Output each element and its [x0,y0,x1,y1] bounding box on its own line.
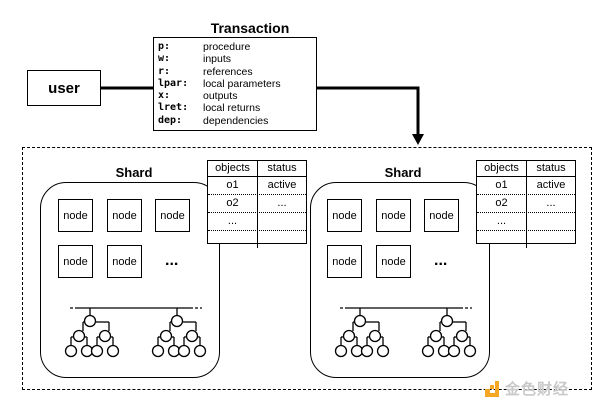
tree-leaf [64,344,78,358]
node-box: node [327,199,362,232]
header-status: status [267,162,297,174]
object-cell: ... [477,213,527,230]
tree-leaf [193,344,207,358]
transaction-title: Transaction [210,20,290,36]
user-box: user [27,70,101,106]
node-box: node [155,199,190,232]
node-box: node [376,245,411,278]
objects-table: objects status o1 active o2... ... [207,160,307,248]
transaction-field: w: inputs [158,53,316,65]
tree-leaf [177,344,191,358]
field-key: dep: [158,114,183,126]
table-row: o1 active [208,177,306,195]
status-cell: active [267,179,297,191]
object-cell: ... [208,213,258,230]
field-key: x: [158,90,171,102]
status-cell: ... [546,197,556,209]
transaction-field: lret: local returns [158,102,316,114]
object-cell [208,231,258,248]
field-key: p: [158,41,171,52]
header-objects: objects [208,161,258,176]
table-row: ... [477,213,575,231]
transaction-field: r: references [158,66,316,78]
node-box: node [58,245,93,278]
field-label: outputs [203,90,238,103]
tree-leaf [90,344,104,358]
tree-leaf [376,344,390,358]
tree-node [342,329,356,343]
object-cell: o2 [208,195,258,212]
table-row: o2... [477,195,575,213]
field-key: lret: [158,102,189,114]
watermark-logo-icon [485,380,499,397]
tree-node [159,329,173,343]
transaction-field: p: procedure [158,41,316,53]
field-key: w: [158,53,171,65]
header-status: status [536,162,566,174]
table-row [477,231,575,248]
tree-node [170,314,184,328]
tree-leaf [151,344,165,358]
table-row: o2... [208,195,306,213]
tree-node [83,314,97,328]
transaction-box: p:procedure w:inputs r:references lpar:l… [153,37,317,131]
object-cell: o1 [477,177,527,194]
status-cell: active [536,179,566,191]
transaction-to-system-arrow-line [317,86,420,136]
transaction-field: x: outputs [158,90,316,102]
tree-node [72,329,86,343]
shard-label: Shard [384,165,422,180]
node-box: node [327,245,362,278]
transaction-field: dep: dependencies [158,115,316,127]
more-nodes-ellipsis: ... [165,252,179,269]
tree-leaf [463,344,477,358]
object-cell: o1 [208,177,258,194]
more-nodes-ellipsis: ... [434,252,448,269]
system-boundary [22,147,592,390]
field-label: inputs [203,53,232,66]
table-row: o1 active [477,177,575,195]
field-label: local returns [203,102,261,115]
shard-label: Shard [115,165,153,180]
table-header: objects status [477,161,575,177]
tree-leaf [360,344,374,358]
field-key: lpar: [158,77,189,89]
arrow-head-icon [412,134,424,145]
tree-leaf [447,344,461,358]
object-cell [477,231,527,248]
status-cell: ... [277,197,287,209]
node-box: node [376,199,411,232]
tree-node [353,314,367,328]
table-row: ... [208,213,306,231]
tree-node [368,329,382,343]
tree-leaf [421,344,435,358]
object-cell: o2 [477,195,527,212]
node-box: node [58,199,93,232]
watermark: 金色财经 [485,378,569,399]
node-box: node [424,199,459,232]
tree-node [185,329,199,343]
watermark-text: 金色财经 [505,381,570,398]
tree-node [440,314,454,328]
tree-leaf [80,344,94,358]
tree-node [98,329,112,343]
tree-leaf [106,344,120,358]
field-label: procedure [203,41,251,53]
objects-table: objects status o1 active o2... ... [476,160,576,248]
tree-node [429,329,443,343]
tree-node [455,329,469,343]
field-label: local parameters [203,77,281,90]
field-label: dependencies [203,114,269,127]
table-row [208,231,306,248]
node-box: node [107,199,142,232]
tree-leaf [334,344,348,358]
header-objects: objects [477,161,527,176]
field-label: references [203,65,253,78]
transaction-field: lpar: local parameters [158,78,316,90]
table-header: objects status [208,161,306,177]
field-key: r: [158,65,171,77]
node-box: node [107,245,142,278]
